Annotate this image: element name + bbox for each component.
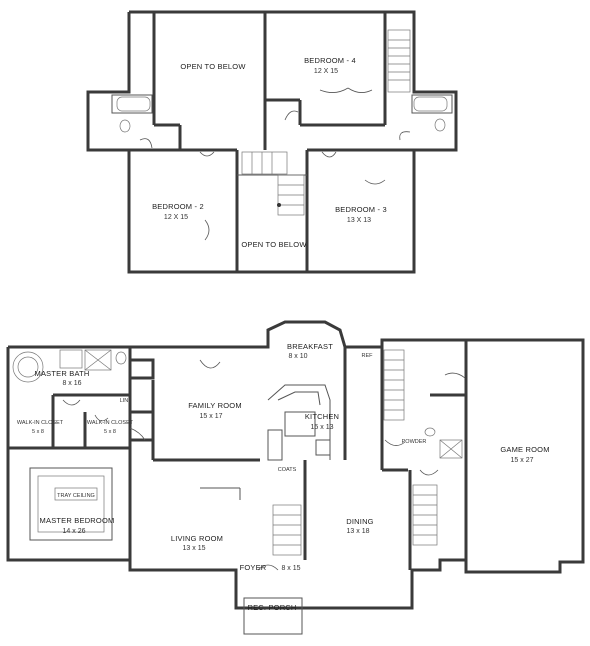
powder-label: POWDER [402, 439, 427, 445]
dining-size: 13 x 18 [347, 528, 370, 535]
upper-floor [86, 10, 458, 274]
game-room-name: GAME ROOM [500, 445, 549, 454]
upper-floor-outline [86, 10, 458, 274]
game-room-size: 15 x 27 [511, 457, 534, 464]
living-room-name: LIVING ROOM [171, 534, 223, 543]
walk-in-closet-2-name: WALK-IN CLOSET [87, 420, 134, 426]
master-bath-name: MASTER BATH [35, 369, 90, 378]
open-to-below-stair-name: OPEN TO BELOW [241, 240, 307, 249]
breakfast-name: BREAKFAST [287, 342, 333, 351]
bedroom-2-name: BEDROOM - 2 [152, 202, 204, 211]
master-bedroom-name: MASTER BEDROOM [40, 516, 115, 525]
bedroom-2-size: 12 X 15 [164, 214, 188, 221]
foyer-size: 8 x 15 [281, 565, 300, 572]
bedroom-3-name: BEDROOM - 3 [335, 205, 387, 214]
living-room-size: 13 x 15 [183, 545, 206, 552]
master-bedroom-size: 14 x 26 [63, 528, 86, 535]
family-room-size: 15 x 17 [200, 413, 223, 420]
ref-label: REF [362, 353, 374, 359]
bedroom-3-size: 13 X 13 [347, 217, 371, 224]
breakfast-size: 8 x 10 [288, 353, 307, 360]
walk-in-closet-1-name: WALK-IN CLOSET [17, 420, 64, 426]
walk-in-closet-2-size: 5 x 8 [104, 429, 116, 435]
tray-ceiling-label: TRAY CEILING [57, 493, 95, 499]
bedroom-4-size: 12 X 15 [314, 68, 338, 75]
rec-porch-name: REC. PORCH [247, 603, 296, 612]
coats-label: COATS [278, 467, 297, 473]
master-bath-size: 8 x 16 [62, 380, 81, 387]
foyer-name: FOYER [240, 563, 267, 572]
family-room-name: FAMILY ROOM [188, 401, 242, 410]
dining-name: DINING [346, 517, 373, 526]
open-to-below-top-name: OPEN TO BELOW [180, 62, 246, 71]
kitchen-name: KITCHEN [305, 412, 339, 421]
linen-label: LIN [120, 398, 129, 404]
bedroom-4-name: BEDROOM - 4 [304, 56, 356, 65]
kitchen-size: 15 x 13 [311, 424, 334, 431]
walk-in-closet-1-size: 5 x 8 [32, 429, 44, 435]
main-floor [6, 320, 585, 635]
